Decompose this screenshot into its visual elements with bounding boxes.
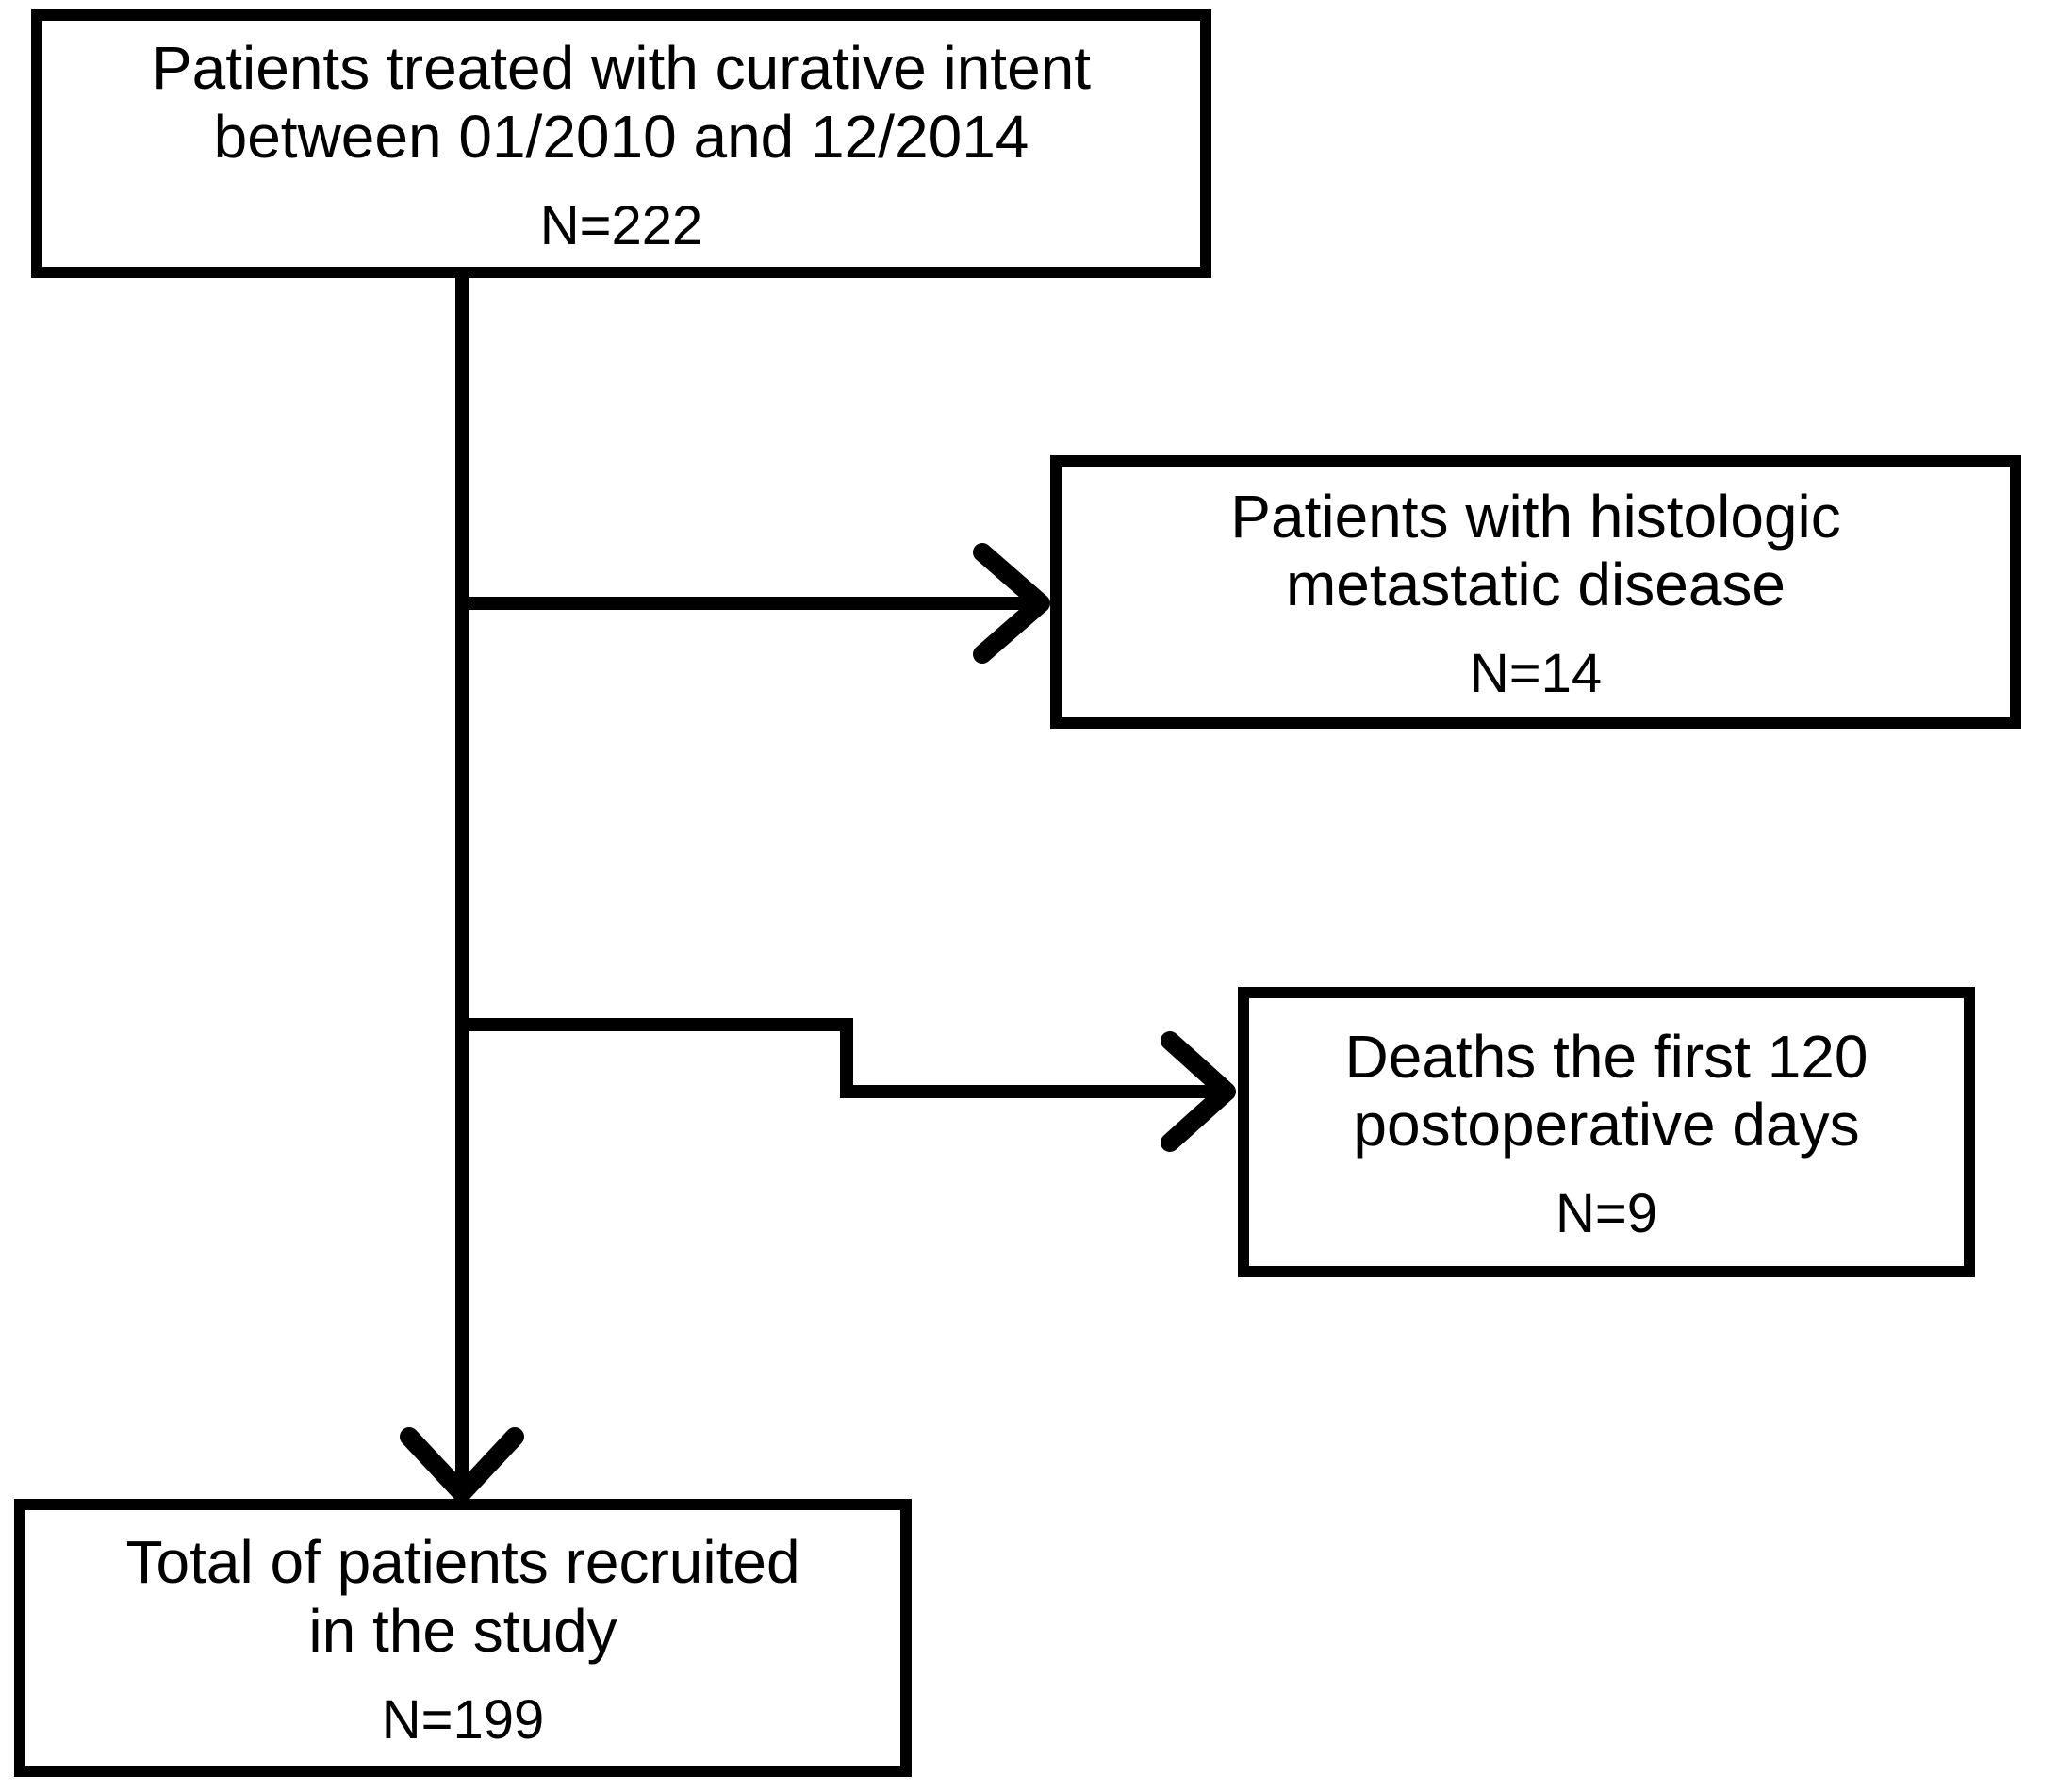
node-metastatic-disease-count: N=14 [1469, 643, 1603, 705]
node-patients-treated-count: N=222 [539, 194, 703, 256]
node-total-recruited-box: Total of patients recruited in the study… [14, 1499, 912, 1777]
connector-deaths-line [462, 1018, 1219, 1098]
node-patients-treated-box: Patients treated with curative intent be… [31, 9, 1211, 278]
node-postoperative-deaths-label: Deaths the first 120 postoperative days [1344, 1022, 1869, 1159]
node-metastatic-disease-box: Patients with histologic metastatic dise… [1050, 455, 2021, 729]
arrowhead-down-icon [400, 1427, 524, 1503]
node-total-recruited-count: N=199 [381, 1688, 545, 1751]
node-metastatic-disease-label: Patients with histologic metastatic dise… [1230, 482, 1841, 618]
arrowhead-right-metastatic-icon [973, 543, 1050, 664]
node-total-recruited-label: Total of patients recruited in the study [125, 1528, 800, 1665]
node-postoperative-deaths-box: Deaths the first 120 postoperative days … [1238, 987, 1975, 1277]
node-patients-treated-label: Patients treated with curative intent be… [151, 34, 1092, 171]
arrowhead-right-deaths-icon [1161, 1031, 1236, 1152]
node-postoperative-deaths-count: N=9 [1555, 1183, 1657, 1245]
